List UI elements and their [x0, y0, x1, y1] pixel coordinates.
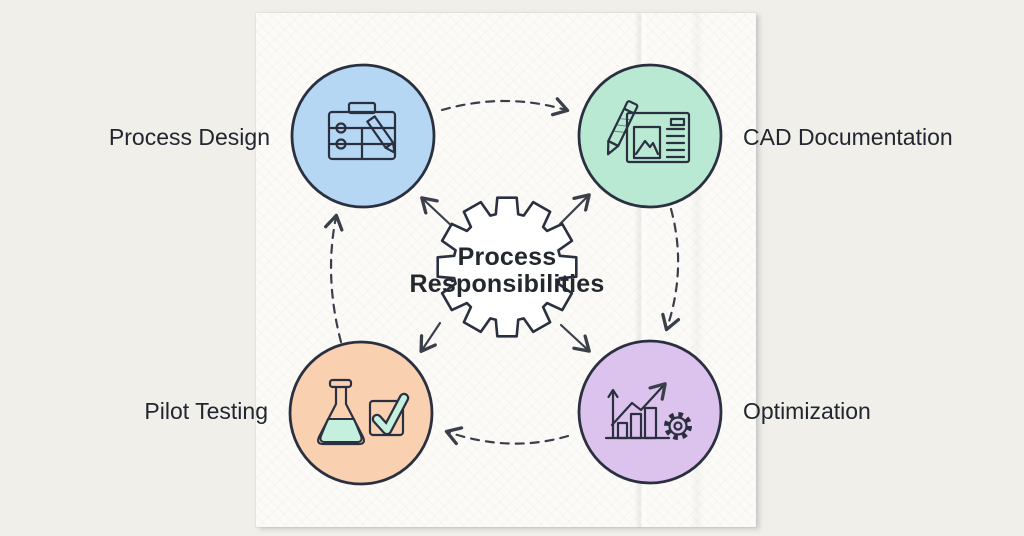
- arrow-center-to-design: [420, 196, 457, 231]
- arrow-design-to-cad: [440, 97, 570, 117]
- label-process-design: Process Design: [108, 124, 270, 150]
- pencil-glyph: [366, 115, 396, 154]
- small-gear-glyph: [664, 412, 692, 440]
- arrow-optimization-to-pilot: [444, 426, 570, 446]
- bar-chart-gear-icon: [604, 382, 692, 440]
- node-pilot-testing: [288, 340, 434, 486]
- pencil-document-icon: [606, 100, 691, 164]
- checkmark: [374, 395, 407, 433]
- center-title: Process Responsibilities: [377, 244, 637, 298]
- arrow-pilot-to-design: [323, 213, 344, 344]
- clipboard-pencil-icon: [327, 101, 397, 161]
- center-title-line2: Responsibilities: [409, 270, 605, 298]
- node-cad-documentation: [577, 63, 723, 209]
- arrow-center-to-pilot: [419, 321, 442, 354]
- arrow-center-to-optimization: [559, 323, 591, 353]
- arrow-cad-to-optimization: [661, 207, 681, 332]
- label-optimization: Optimization: [743, 398, 871, 424]
- flask-checkbox-icon: [317, 378, 410, 446]
- arrow-center-to-cad: [558, 193, 591, 226]
- label-pilot-testing: Pilot Testing: [144, 398, 268, 424]
- pencil-glyph: [606, 100, 639, 156]
- node-optimization: [577, 339, 723, 485]
- label-cad-documentation: CAD Documentation: [743, 124, 953, 150]
- center-gear: [436, 196, 578, 338]
- center-title-line1: Process: [457, 243, 557, 271]
